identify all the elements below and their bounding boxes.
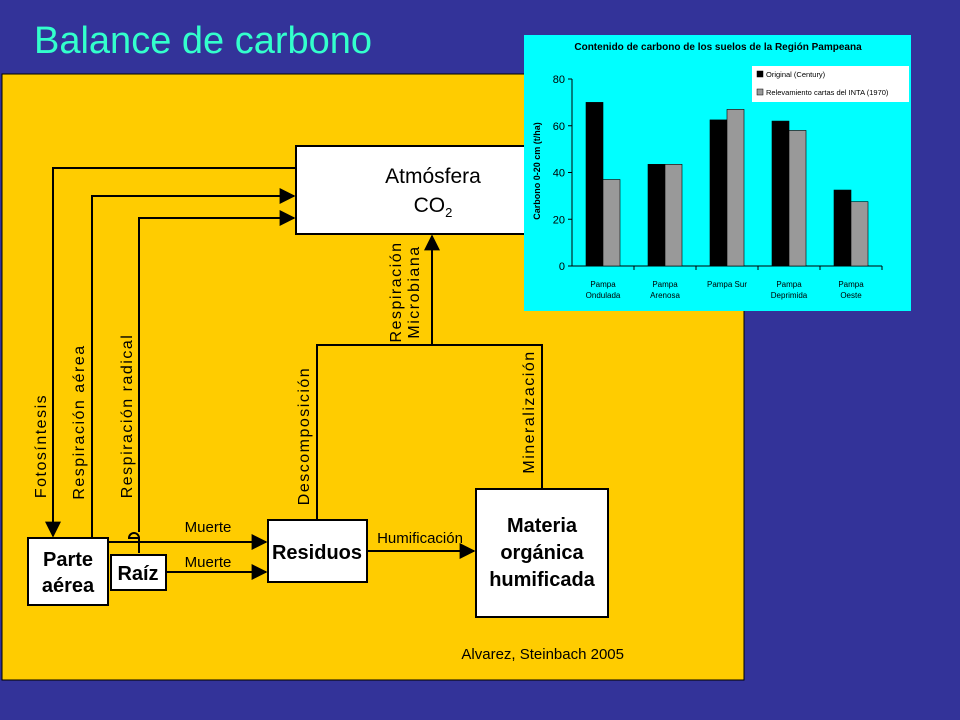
- co2-text: CO: [414, 194, 446, 217]
- residuos-label: Residuos: [272, 542, 362, 564]
- chart-axes: 0 20 40 60 80: [553, 74, 883, 273]
- legend-label-original: Original (Century): [766, 70, 826, 79]
- chart-bars: [585, 102, 869, 267]
- respiracion-aerea-label: Respiración aérea: [71, 344, 88, 499]
- materia-label-line3: humificada: [489, 569, 595, 591]
- bar-original: [647, 164, 666, 267]
- respiracion-microbiana-label-line2: Microbiana: [406, 245, 423, 338]
- legend-swatch-relevamiento: [756, 88, 764, 96]
- y-tick-label: 40: [553, 168, 565, 180]
- muerte-parte-label: Muerte: [185, 519, 232, 536]
- materia-label-line1: Materia: [507, 515, 578, 537]
- x-tick-label: Pampa Sur: [707, 280, 747, 289]
- x-tick-label: Deprimida: [771, 291, 808, 300]
- bar-relevamiento: [788, 130, 807, 267]
- bar-original: [833, 189, 852, 267]
- x-tick-label: Oeste: [840, 291, 862, 300]
- chart-title: Contenido de carbono de los suelos de la…: [574, 42, 862, 53]
- bar-relevamiento: [664, 164, 683, 267]
- parte-aerea-label-line2: aérea: [42, 575, 95, 597]
- bar-relevamiento: [850, 201, 869, 267]
- x-tick-label: Pampa: [652, 280, 678, 289]
- legend-label-relevamiento: Relevamiento cartas del INTA (1970): [766, 88, 889, 97]
- bar-original: [709, 119, 728, 267]
- slide-title: Balance de carbono: [34, 20, 373, 62]
- bar-original: [771, 120, 790, 267]
- fotosintesis-arrow: [45, 167, 296, 538]
- y-tick-label: 20: [553, 214, 565, 226]
- chart-ylabel: Carbono 0-20 cm (t/ha): [532, 122, 542, 220]
- y-tick-label: 0: [559, 261, 565, 273]
- mineralizacion-line: [432, 344, 543, 488]
- mineralizacion-label: Mineralización: [521, 350, 538, 473]
- x-tick-label: Arenosa: [650, 291, 680, 300]
- x-tick-label: Ondulada: [586, 291, 621, 300]
- y-tick-label: 80: [553, 74, 565, 86]
- bar-relevamiento: [726, 109, 745, 267]
- fotosintesis-label: Fotosíntesis: [33, 394, 50, 498]
- atmosfera-box[interactable]: [295, 145, 530, 235]
- legend-swatch-original: [756, 70, 764, 78]
- raiz-label: Raíz: [117, 563, 158, 585]
- parte-aerea-label-line1: Parte: [43, 549, 93, 571]
- muerte-raiz-label: Muerte: [185, 554, 232, 571]
- bar-relevamiento: [602, 179, 621, 267]
- y-tick-label: 60: [553, 121, 565, 133]
- atmosfera-label: Atmósfera: [385, 165, 481, 188]
- materia-organica-box[interactable]: [475, 488, 609, 618]
- co2-subscript: 2: [445, 205, 452, 220]
- respiracion-aerea-arrow: [91, 188, 296, 538]
- chart-legend-box: [752, 66, 909, 102]
- raiz-box[interactable]: [110, 554, 167, 591]
- descomposicion-label: Descomposición: [296, 367, 313, 505]
- respiracion-radical-label: Respiración radical: [119, 334, 136, 499]
- materia-label-line2: orgánica: [500, 542, 584, 564]
- citation: Alvarez, Steinbach 2005: [461, 646, 624, 663]
- x-tick-label: Pampa: [590, 280, 616, 289]
- humificacion-label: Humificación: [377, 530, 463, 547]
- x-tick-label: Pampa: [838, 280, 864, 289]
- parte-aerea-box[interactable]: [27, 537, 109, 606]
- respiracion-microbiana-arrow: [316, 234, 440, 519]
- respiracion-radical-arrow: [127, 218, 294, 553]
- co2-label: CO2: [414, 194, 453, 220]
- bar-original: [585, 102, 604, 267]
- x-tick-label: Pampa: [776, 280, 802, 289]
- respiracion-microbiana-label-line1: Respiración: [388, 242, 405, 343]
